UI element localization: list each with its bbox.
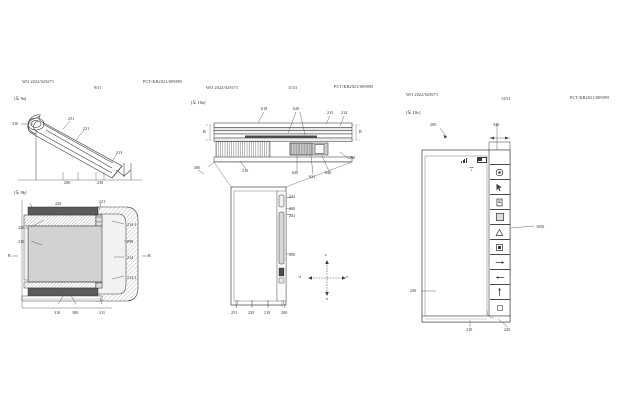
fig-10a-drawing <box>197 111 360 188</box>
header-left-2: WO 2022/025671 <box>206 85 239 90</box>
ref-B-left-f9b: B <box>8 253 11 258</box>
square-icon[interactable] <box>489 240 510 255</box>
header-left-3: WO 2022/025671 <box>406 92 439 97</box>
figure-10a-device <box>230 186 293 309</box>
header-left-1: WO 2022/025671 <box>22 79 55 84</box>
figure-caption-9a: [도 9a] <box>14 96 27 101</box>
header-right-1: PCT/KR2021/009895 <box>143 79 183 84</box>
ref-620-f10a: 620 <box>293 106 300 111</box>
ref-310-f9a: 310 <box>12 121 19 126</box>
ref-240-f10a: 240 <box>289 206 296 211</box>
fig-10a-device-drawing <box>230 186 293 309</box>
ref-310-f9b: 310 <box>54 310 61 315</box>
figure-caption-10c: [도 10c] <box>406 110 421 115</box>
blank-cell-icon[interactable] <box>489 150 510 165</box>
header-page-2: 11/31 <box>288 85 298 90</box>
panel-icon[interactable] <box>489 210 510 225</box>
fig-9b-drawing <box>12 200 148 309</box>
edge-icon-strip[interactable] <box>489 150 510 316</box>
ref-213-f10a: 213 <box>327 110 334 115</box>
ref-213-f9b: 213 <box>127 239 134 244</box>
ref-200-f10c: 200 <box>430 122 437 127</box>
ref-200-f10a: 200 <box>349 155 356 160</box>
ref-230-f10c: 230 <box>410 288 417 293</box>
ref-210-f9b: 210 <box>18 239 25 244</box>
ref-310-f10a: 310 <box>242 168 249 173</box>
ref-230-dev: 230 <box>248 310 255 315</box>
arrow-left-icon[interactable] <box>489 270 510 285</box>
ref-300-f10a: 300 <box>194 165 201 170</box>
axis-label-left: -x <box>298 274 302 279</box>
empty-square-icon[interactable] <box>490 300 510 316</box>
cursor-click-icon[interactable] <box>489 180 510 195</box>
axis-label-up: z <box>325 252 327 257</box>
ref-221-f9a: 221 <box>83 126 90 131</box>
ref-251-dev: 251 <box>231 310 238 315</box>
ref-220-f9b: 220 <box>55 201 62 206</box>
header-page-1: 9/31 <box>94 85 102 90</box>
ref-300-f9b: 300 <box>72 310 79 315</box>
document-icon[interactable] <box>489 195 510 210</box>
ref-251-f9a: 251 <box>68 116 75 121</box>
figure-caption-10a: [도 10a] <box>191 100 206 105</box>
figure-9a <box>0 0 160 200</box>
camera-icon[interactable] <box>489 165 510 180</box>
axis-label-down: -z <box>325 296 329 301</box>
ref-230-f9a: 230 <box>97 180 104 185</box>
axis-label-right: x <box>346 274 349 279</box>
figure-9b <box>0 0 160 330</box>
triangle-up-icon[interactable] <box>489 225 510 240</box>
ref-214-f10a: 214 <box>341 110 348 115</box>
signal-bars-icon <box>461 158 468 163</box>
ref-1050-f10c: 1050 <box>536 224 545 229</box>
wifi-icon <box>469 158 475 171</box>
ref-B-left-f10a: B <box>203 129 206 134</box>
ref-242-f10a: 242 <box>289 194 296 199</box>
status-bar <box>461 156 487 171</box>
arrow-up-icon[interactable] <box>489 285 510 300</box>
ref-210-dev: 210 <box>264 310 271 315</box>
ref-211-f9b: 211 <box>99 310 106 315</box>
ref-213-f9a: 213 <box>116 150 123 155</box>
ref-640-f10a: 640 <box>325 170 332 175</box>
ref-B-right-f9b: B <box>148 253 151 258</box>
axis-indicator: z -z -x x <box>298 252 350 301</box>
ref-221-f9b: 221 <box>99 199 106 204</box>
ref-228-f9b: 228 <box>18 225 25 230</box>
header-right-3: PCT/KR2021/009895 <box>570 95 610 100</box>
ref-200-f9a: 200 <box>64 180 71 185</box>
ref-618-f10a: 618 <box>261 106 268 111</box>
ref-631-f10a: 631 <box>309 174 316 179</box>
ref-210-f10c: 210 <box>466 327 473 332</box>
fig-9a-drawing <box>18 114 142 181</box>
ref-B-right-f10a: B <box>359 129 362 134</box>
arrow-right-icon[interactable] <box>489 255 510 270</box>
header-right-2: PCT/KR2021/009895 <box>334 84 374 89</box>
ref-250-f10a: 250 <box>289 252 296 257</box>
ref-200-dev: 200 <box>281 310 288 315</box>
figure-10a <box>0 0 380 330</box>
ref-214-f9b: 214 <box>127 255 134 260</box>
ref-630-f10a: 630 <box>292 170 299 175</box>
battery-icon <box>476 156 487 163</box>
ref-241-f10a: 241 <box>289 213 296 218</box>
ref-214-1-top-f9b: 214-1 <box>127 222 137 227</box>
ref-220-f10c: 220 <box>504 327 511 332</box>
header-page-3: 13/31 <box>501 96 511 101</box>
ref-214-1-bot-f9b: 214-1 <box>127 275 137 280</box>
ref-340-f10c: 340 <box>493 122 500 127</box>
figure-caption-9b: [도 9b] <box>14 190 27 195</box>
